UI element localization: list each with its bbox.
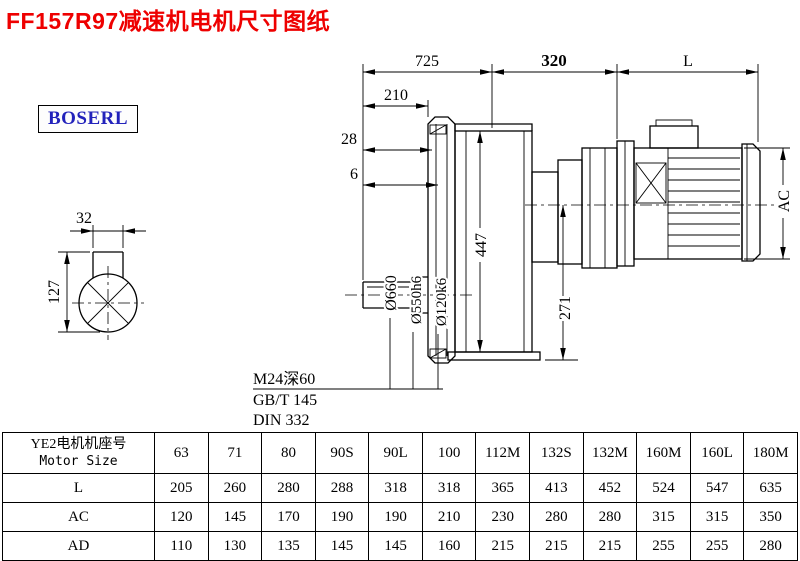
motor-fins — [668, 157, 740, 247]
table-cell: 215 — [529, 531, 584, 561]
note-gb-standard: GB/T 145 — [253, 392, 317, 409]
column-header: 180M — [743, 432, 798, 474]
table-cell: 135 — [261, 531, 316, 561]
dia-120k6-label: Ø120k6 — [434, 277, 450, 326]
column-header: 132S — [529, 432, 584, 474]
column-header: 100 — [421, 432, 477, 474]
table-cell: 413 — [529, 473, 584, 503]
table-cell: 210 — [421, 502, 477, 532]
fan-cowl — [741, 143, 761, 262]
table-header-motor-size: YE2电机机座号 Motor Size — [2, 432, 155, 474]
table-cell: 255 — [636, 531, 691, 561]
input-adapter — [531, 147, 618, 269]
table-cell: 160 — [421, 531, 477, 561]
table-cell: 315 — [636, 502, 691, 532]
motor — [616, 119, 761, 267]
table-cell: 318 — [368, 473, 423, 503]
table-cell: 255 — [689, 531, 745, 561]
dim-AC-label: AC — [776, 190, 793, 212]
dia-550h6-label: Ø550h6 — [409, 275, 425, 324]
table-cell: 524 — [636, 473, 691, 503]
reducer-side-view — [345, 116, 786, 364]
table-cell: 280 — [261, 473, 316, 503]
table-cell: 190 — [368, 502, 423, 532]
dim-28-label: 28 — [341, 131, 357, 148]
table-row-L: L 205 260 280 288 318 318 365 413 452 52… — [2, 473, 798, 503]
table-cell: 288 — [314, 473, 370, 503]
table-header-row: YE2电机机座号 Motor Size 63 71 80 90S 90L 100… — [2, 432, 798, 474]
row-label: AD — [2, 531, 155, 561]
gear-housing — [447, 123, 541, 361]
table-cell: 145 — [368, 531, 423, 561]
row-label: AC — [2, 502, 155, 532]
table-cell: 315 — [689, 502, 745, 532]
table-cell: 280 — [582, 502, 638, 532]
motor-body — [633, 147, 743, 260]
table-cell: 230 — [475, 502, 531, 532]
column-header: 63 — [154, 432, 209, 474]
dim-447-label: 447 — [473, 233, 490, 257]
table-cell: 190 — [314, 502, 370, 532]
column-header: 90L — [368, 432, 423, 474]
table-cell: 260 — [207, 473, 263, 503]
table-cell: 350 — [743, 502, 798, 532]
dimension-drawing: 32 127 — [46, 51, 795, 429]
dim-32-label: 32 — [76, 210, 92, 227]
motor-size-table: YE2电机机座号 Motor Size 63 71 80 90S 90L 100… — [2, 432, 798, 561]
note-din-standard: DIN 332 — [253, 412, 309, 429]
dim-127-label: 127 — [46, 280, 63, 304]
table-cell: 280 — [743, 531, 798, 561]
brand-logo: BOSERL — [38, 105, 138, 133]
table-cell: 215 — [475, 531, 531, 561]
column-header: 90S — [314, 432, 370, 474]
table-cell: 145 — [314, 531, 370, 561]
dia-660-label: Ø660 — [383, 275, 400, 311]
brand-logo-text: BOSERL — [47, 108, 129, 129]
dim-6-label: 6 — [350, 166, 358, 183]
table-cell: 215 — [582, 531, 638, 561]
table-cell: 547 — [689, 473, 745, 503]
note-thread: M24深60 — [253, 370, 315, 388]
table-cell: 120 — [154, 502, 209, 532]
table-cell: 130 — [207, 531, 263, 561]
table-header-en: Motor Size — [39, 454, 118, 469]
dim-L-label: L — [683, 53, 693, 70]
column-header: 132M — [582, 432, 638, 474]
table-row-AD: AD 110 130 135 145 145 160 215 215 215 2… — [2, 531, 798, 561]
table-cell: 110 — [154, 531, 209, 561]
dim-271-label: 271 — [557, 296, 574, 320]
page-title: FF157R97减速机电机尺寸图纸 — [6, 8, 331, 34]
dim-725-label: 725 — [415, 53, 439, 70]
table-header-cn: YE2电机机座号 — [30, 437, 127, 452]
column-header: 160L — [689, 432, 745, 474]
motor-flange — [616, 140, 635, 267]
table-cell: 452 — [582, 473, 638, 503]
table-cell: 145 — [207, 502, 263, 532]
table-cell: 205 — [154, 473, 209, 503]
table-cell: 170 — [261, 502, 316, 532]
table-cell: 365 — [475, 473, 531, 503]
table-cell: 280 — [529, 502, 584, 532]
terminal-box — [649, 125, 699, 149]
dim-320-label: 320 — [541, 51, 567, 70]
column-header: 160M — [636, 432, 691, 474]
table-cell: 318 — [421, 473, 477, 503]
shaft-bore-circle — [78, 273, 138, 333]
table-cell: 635 — [743, 473, 798, 503]
column-header: 80 — [261, 432, 316, 474]
row-label: L — [2, 473, 155, 503]
column-header: 112M — [475, 432, 531, 474]
dimensions: 725 320 L 210 28 6 447 271 AC — [253, 51, 795, 429]
table-row-AC: AC 120 145 170 190 190 210 230 280 280 3… — [2, 502, 798, 532]
shaft-end-view: 32 127 — [46, 210, 146, 340]
output-shaft — [362, 276, 428, 314]
dim-210-label: 210 — [384, 87, 408, 104]
column-header: 71 — [207, 432, 263, 474]
